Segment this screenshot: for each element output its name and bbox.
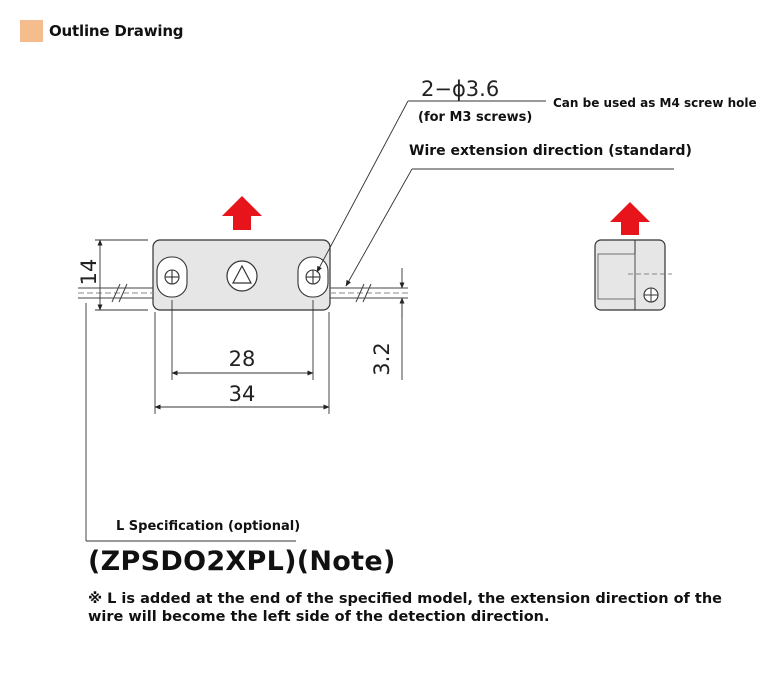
- sensor-side-view: [594, 239, 672, 311]
- dimension-height-label: 14: [77, 259, 101, 286]
- l-spec-label: L Specification (optional): [116, 519, 300, 534]
- l-spec-leader: [85, 303, 296, 542]
- left-mount-hole-icon: [156, 256, 188, 298]
- detection-arrow-side-icon: [610, 202, 650, 235]
- section-title: Outline Drawing: [49, 22, 184, 40]
- header-marker: [20, 20, 43, 42]
- dimension-height: [95, 239, 148, 311]
- sensor-body: [78, 239, 408, 311]
- section-header: Outline Drawing: [20, 20, 184, 42]
- hole-dimension-label: 2−ϕ3.6: [421, 77, 499, 101]
- hole-leader: [316, 100, 546, 273]
- right-wire: [330, 283, 408, 303]
- model-number: (ZPSDO2XPL)(Note): [88, 546, 396, 577]
- right-mount-hole-icon: [297, 256, 329, 298]
- m3-screw-note: (for M3 screws): [418, 110, 532, 125]
- wire-direction-label: Wire extension direction (standard): [409, 143, 692, 159]
- m4-screw-note: Can be used as M4 screw hole: [553, 96, 757, 110]
- detection-mark-icon: [226, 260, 258, 292]
- dimension-pitch: [171, 300, 314, 380]
- dimension-pitch-label: 28: [229, 347, 256, 371]
- note-text: ※ L is added at the end of the specified…: [88, 591, 722, 625]
- dimension-length-label: 34: [229, 382, 256, 406]
- wire-direction-leader: [345, 168, 674, 287]
- dimension-wire-label: 3.2: [370, 342, 394, 375]
- dimension-length: [154, 312, 330, 414]
- detection-arrow-icon: [222, 196, 262, 230]
- left-wire: [78, 283, 153, 303]
